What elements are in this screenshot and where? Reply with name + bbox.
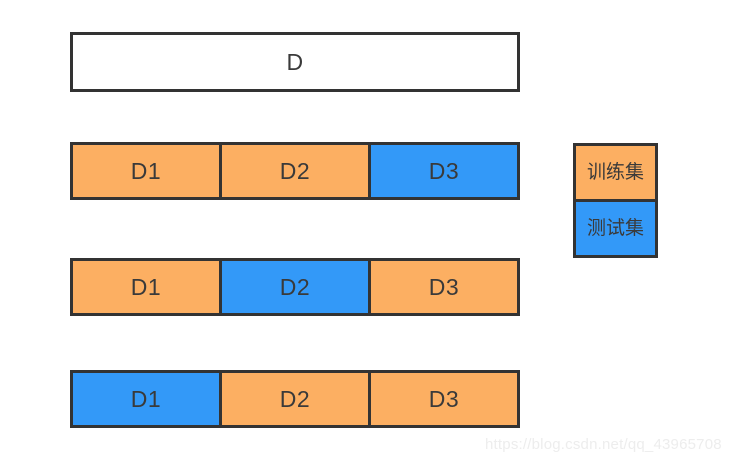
segment-label: D1 (130, 157, 162, 184)
fold-row: D1 D2 D3 (70, 258, 520, 316)
fold1-segment-d1: D1 (70, 142, 222, 200)
legend-item-training-set: 训练集 (573, 143, 658, 202)
fold2-segment-d3: D3 (368, 258, 520, 316)
fold2-segment-d2: D2 (219, 258, 371, 316)
fold1-segment-d3: D3 (368, 142, 520, 200)
segment-label: D2 (279, 273, 311, 300)
watermark: https://blog.csdn.net/qq_43965708 (485, 436, 722, 453)
segment-label: D1 (130, 385, 162, 412)
segment-label: D2 (279, 385, 311, 412)
fold-row: D1 D2 D3 (70, 142, 520, 200)
legend: 训练集 测试集 (573, 143, 658, 260)
segment-label: D2 (279, 157, 311, 184)
segment-label: D3 (428, 273, 460, 300)
full-dataset-label: D (286, 48, 304, 75)
legend-item-test-set: 测试集 (573, 199, 658, 258)
full-dataset-box: D (70, 32, 520, 92)
segment-label: D1 (130, 273, 162, 300)
fold3-segment-d1: D1 (70, 370, 222, 428)
fold3-segment-d2: D2 (219, 370, 371, 428)
segment-label: D3 (428, 385, 460, 412)
fold-row: D1 D2 D3 (70, 370, 520, 428)
segment-label: D3 (428, 157, 460, 184)
fold3-segment-d3: D3 (368, 370, 520, 428)
legend-label: 训练集 (586, 162, 644, 183)
fold1-segment-d2: D2 (219, 142, 371, 200)
fold2-segment-d1: D1 (70, 258, 222, 316)
legend-label: 测试集 (586, 218, 644, 239)
